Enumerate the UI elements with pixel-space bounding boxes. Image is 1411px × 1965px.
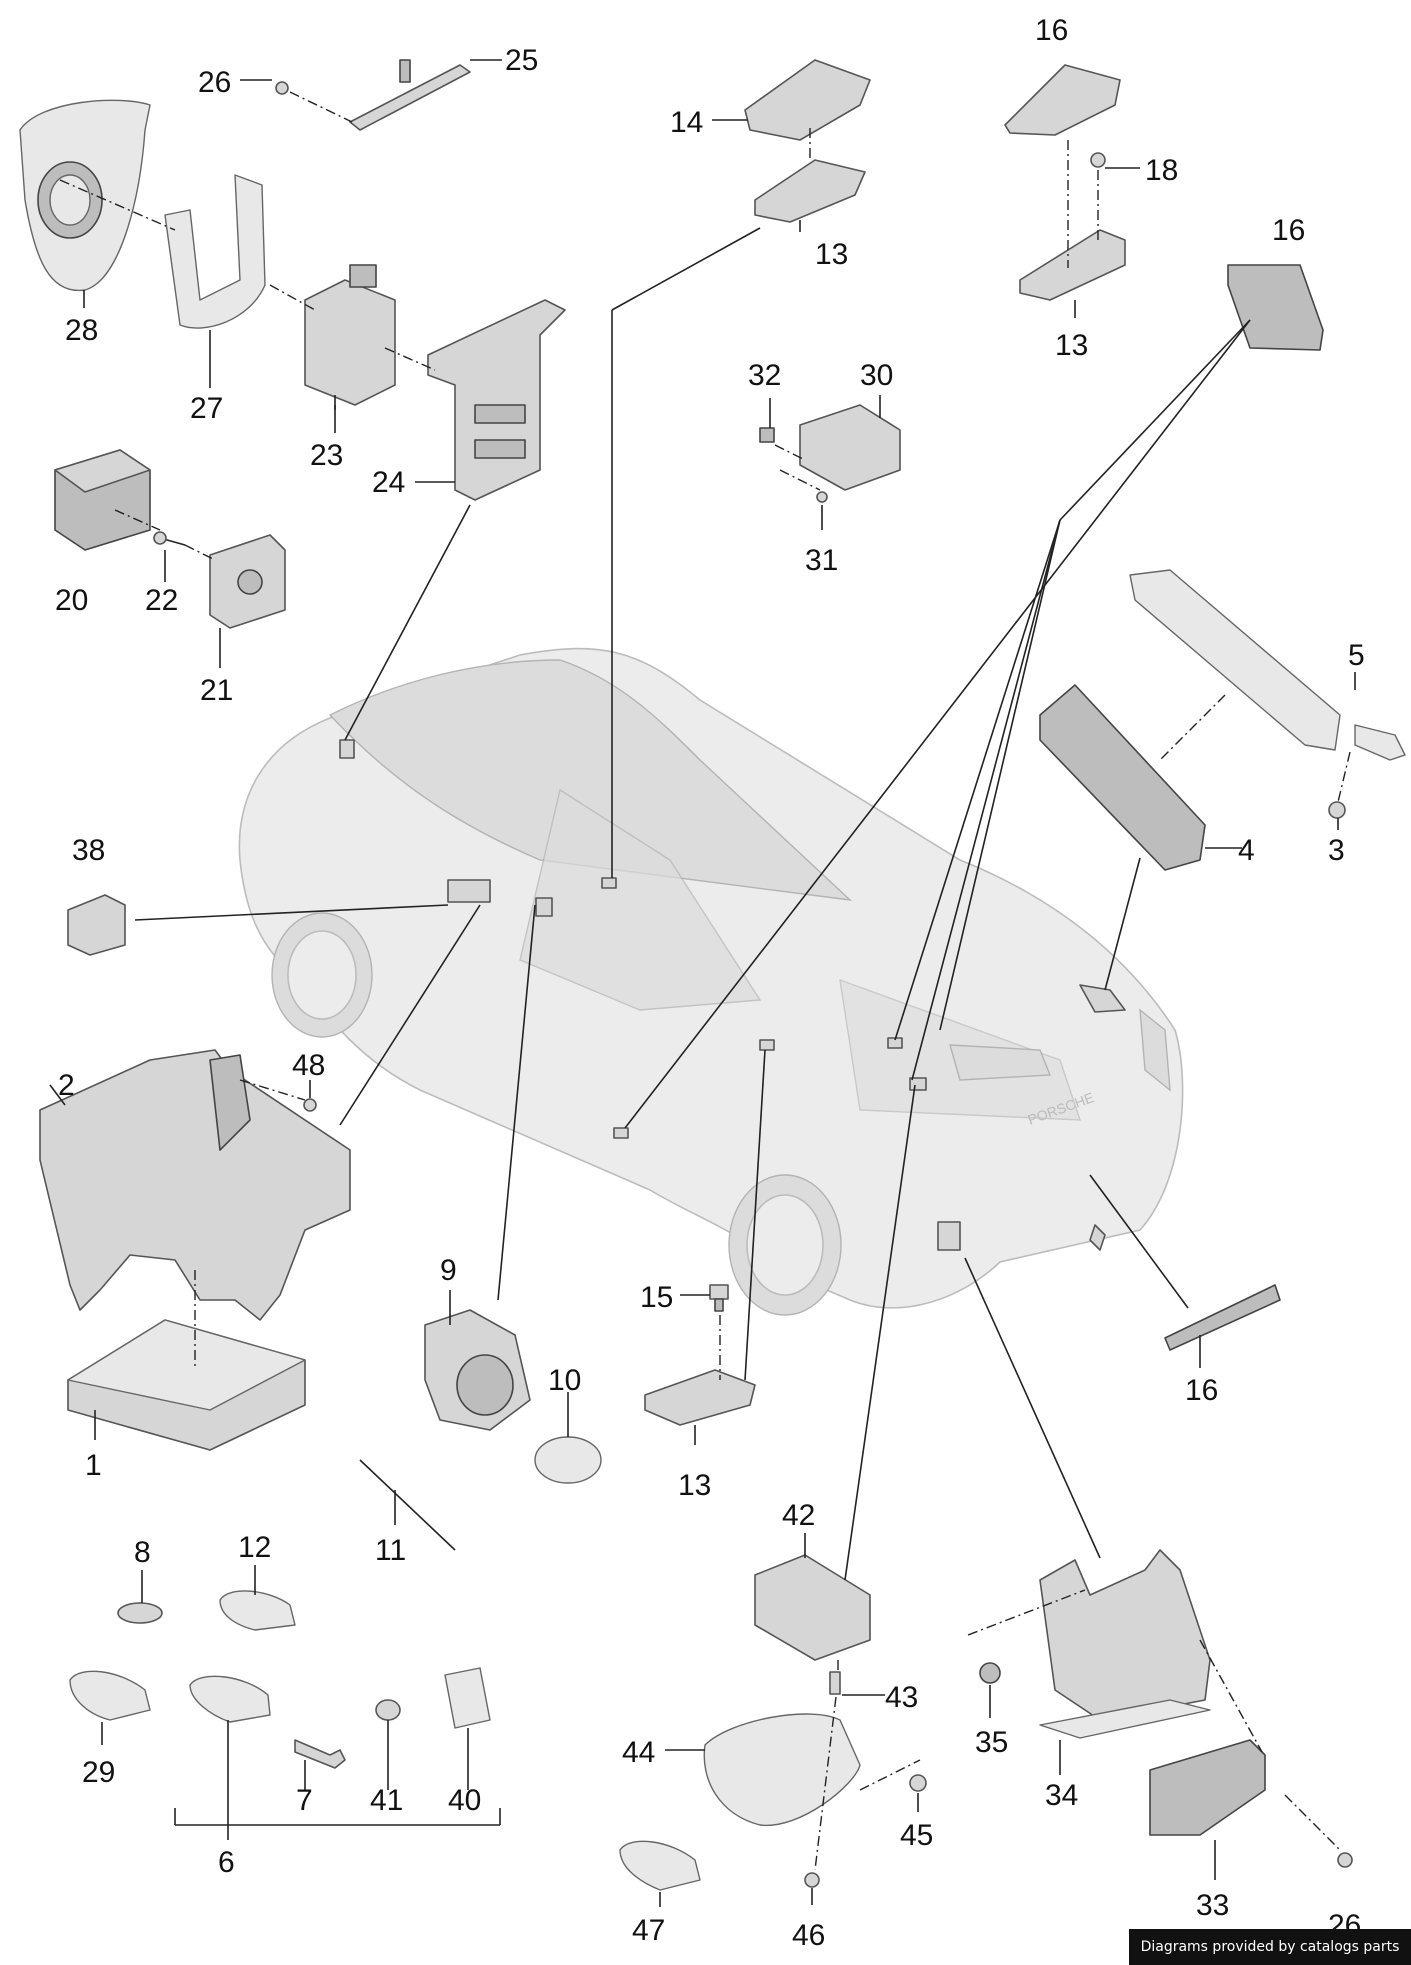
part-38-switch (67, 894, 126, 956)
callout-15: 15 (640, 1281, 673, 1314)
part-26-screw (275, 81, 289, 95)
callout-47: 47 (632, 1914, 665, 1947)
part-23-lock-module (304, 264, 396, 410)
callout-38: 38 (72, 834, 105, 867)
callout-46: 46 (792, 1919, 825, 1952)
part-4-antenna-module (1039, 684, 1206, 871)
callout-8: 8 (134, 1536, 151, 1569)
part-13-antenna-lower (644, 1369, 756, 1426)
part-40-label (444, 1667, 491, 1729)
callout-27: 27 (190, 392, 223, 425)
callout-20: 20 (55, 584, 88, 617)
callout-4: 4 (1238, 834, 1255, 867)
callout-3: 3 (1328, 834, 1345, 867)
part-14-holder (744, 59, 871, 141)
part-8-battery (117, 1602, 163, 1624)
part-13-antenna-right (1019, 229, 1126, 301)
callout-13-right: 13 (1055, 329, 1088, 362)
callout-21: 21 (200, 674, 233, 707)
callout-45: 45 (900, 1819, 933, 1852)
part-7-emergency-key (294, 1739, 346, 1769)
part-9-ignition-switch (424, 1309, 531, 1431)
callout-31: 31 (805, 544, 838, 577)
part-3-nut (1328, 801, 1346, 819)
part-22-screw (153, 531, 186, 546)
part-16-antenna-right (1227, 264, 1324, 351)
part-1-control-unit (67, 1319, 306, 1451)
callout-13-upper: 13 (815, 238, 848, 271)
callout-23: 23 (310, 439, 343, 472)
part-11-cable (359, 1459, 456, 1551)
callout-26: 26 (198, 66, 231, 99)
callout-5: 5 (1348, 639, 1365, 672)
callout-28: 28 (65, 314, 98, 347)
callout-25: 25 (505, 44, 538, 77)
part-16-antenna-bar (1164, 1284, 1281, 1351)
callout-32: 32 (748, 359, 781, 392)
callout-6: 6 (218, 1846, 235, 1879)
callout-22: 22 (145, 584, 178, 617)
part-47-key (619, 1840, 701, 1891)
callout-7: 7 (296, 1784, 313, 1817)
callout-35: 35 (975, 1726, 1008, 1759)
part-44-cover (703, 1713, 861, 1826)
part-30-control-unit (759, 404, 901, 503)
callout-41: 41 (370, 1784, 403, 1817)
callout-16-right: 16 (1272, 214, 1305, 247)
part-21-holder (209, 534, 286, 629)
callout-16-bar: 16 (1185, 1374, 1218, 1407)
callout-42: 42 (782, 1499, 815, 1532)
part-34-bracket (1039, 1549, 1211, 1739)
part-26-screw-lower (1337, 1852, 1353, 1868)
part-12-key (219, 1590, 296, 1631)
callout-10: 10 (548, 1364, 581, 1397)
part-24-bracket (427, 299, 566, 501)
part-45-nut (909, 1774, 927, 1792)
part-28-trim-cover (19, 99, 151, 292)
part-6-key-housing (189, 1675, 271, 1723)
part-10-ring (534, 1436, 602, 1484)
callout-14: 14 (670, 106, 703, 139)
part-2-bracket (39, 1049, 351, 1321)
part-33-control-unit (1149, 1739, 1266, 1836)
callout-48: 48 (292, 1049, 325, 1082)
callout-33: 33 (1196, 1889, 1229, 1922)
callout-40: 40 (448, 1784, 481, 1817)
part-16-antenna-top (1004, 64, 1121, 136)
callout-34: 34 (1045, 1779, 1078, 1812)
callout-18: 18 (1145, 154, 1178, 187)
part-35-nut (979, 1662, 1001, 1684)
callout-13-lower: 13 (678, 1469, 711, 1502)
part-46-screw (804, 1872, 820, 1888)
part-15-bolt (709, 1284, 729, 1312)
callout-numbers: 26 25 28 27 23 24 20 22 21 14 13 16 18 1… (55, 14, 1365, 1952)
callout-16-top: 16 (1035, 14, 1068, 47)
vehicle-illustration: PORSCHE (238, 647, 1184, 1316)
callout-29: 29 (82, 1756, 115, 1789)
callout-12: 12 (238, 1531, 271, 1564)
part-41-clip (375, 1699, 401, 1721)
part-25-mounting-bar (349, 59, 471, 131)
callout-30: 30 (860, 359, 893, 392)
callout-2: 2 (58, 1069, 75, 1102)
part-29-remote-key (69, 1670, 151, 1721)
part-13-antenna-upper (754, 159, 866, 223)
part-20-control-unit (54, 449, 151, 551)
part-43-screw (829, 1671, 841, 1695)
callout-1: 1 (85, 1449, 102, 1482)
callout-24: 24 (372, 466, 405, 499)
callout-44: 44 (622, 1736, 655, 1769)
part-48-screw (303, 1098, 317, 1112)
callout-9: 9 (440, 1254, 457, 1287)
part-18-screw (1090, 152, 1106, 168)
part-5-antenna-rail (1129, 569, 1406, 761)
leader-lines (49, 59, 1356, 1907)
part-42-control-unit (754, 1554, 871, 1661)
callout-43: 43 (885, 1681, 918, 1714)
diagram-credit: Diagrams provided by catalogs parts (1129, 1929, 1411, 1965)
part-27-column-shell (164, 174, 266, 329)
callout-11: 11 (375, 1534, 406, 1567)
